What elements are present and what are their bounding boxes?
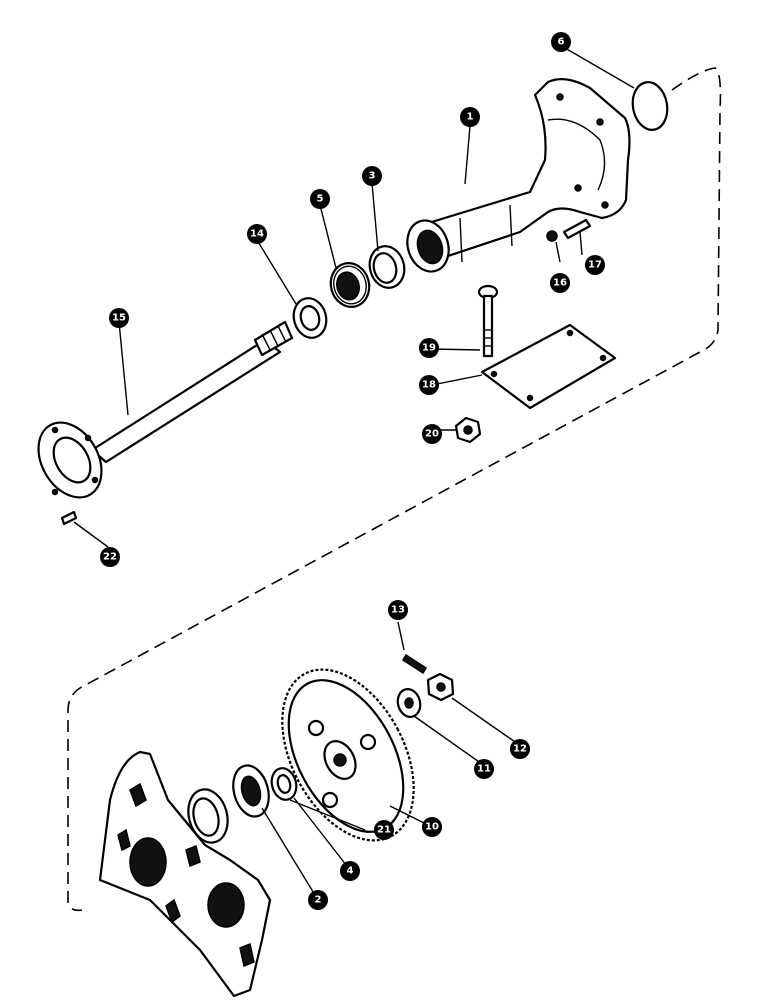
callout-4: 4 bbox=[340, 861, 360, 881]
callout-18: 18 bbox=[419, 375, 439, 395]
spacer-part-21 bbox=[270, 767, 298, 801]
callout-19: 19 bbox=[419, 338, 439, 358]
callout-16: 16 bbox=[550, 273, 570, 293]
cone-bearing-part-4 bbox=[232, 764, 270, 818]
bracket-housing bbox=[98, 750, 272, 998]
callout-21: 21 bbox=[374, 820, 394, 840]
callout-13: 13 bbox=[388, 600, 408, 620]
svg-text:14: 14 bbox=[250, 229, 264, 240]
callout-11: 11 bbox=[474, 759, 494, 779]
bolt-part-19 bbox=[477, 284, 499, 358]
svg-text:12: 12 bbox=[513, 744, 527, 755]
callout-2: 2 bbox=[308, 890, 328, 910]
callout-20: 20 bbox=[422, 424, 442, 444]
callout-17: 17 bbox=[585, 255, 605, 275]
svg-text:2: 2 bbox=[315, 895, 322, 906]
axle-shaft-part-15 bbox=[37, 320, 294, 499]
svg-text:1: 1 bbox=[467, 112, 474, 123]
svg-text:22: 22 bbox=[103, 552, 117, 563]
svg-text:21: 21 bbox=[377, 825, 391, 836]
svg-text:18: 18 bbox=[422, 380, 436, 391]
callout-6: 6 bbox=[551, 32, 571, 52]
callout-15: 15 bbox=[109, 308, 129, 328]
svg-text:20: 20 bbox=[425, 429, 439, 440]
cover-plate-part-18 bbox=[480, 323, 617, 410]
svg-text:5: 5 bbox=[317, 194, 324, 205]
leader-lines bbox=[73, 47, 635, 901]
o-ring-part-6 bbox=[631, 81, 669, 131]
svg-text:4: 4 bbox=[347, 866, 354, 877]
cone-bearing-part-5 bbox=[329, 262, 371, 308]
axle-housing-part-1 bbox=[406, 77, 631, 273]
bearing-cup-part-2 bbox=[187, 788, 229, 844]
nut-part-20 bbox=[454, 416, 482, 444]
assembly-dashed-line bbox=[67, 67, 722, 912]
svg-text:15: 15 bbox=[112, 313, 126, 324]
gear-part-10 bbox=[281, 668, 415, 842]
washer-part-11 bbox=[396, 688, 422, 718]
callout-1: 1 bbox=[460, 107, 480, 127]
svg-text:13: 13 bbox=[391, 605, 405, 616]
svg-text:10: 10 bbox=[425, 822, 439, 833]
bearing-cup-part-3 bbox=[368, 245, 406, 289]
bolt-part-22 bbox=[60, 510, 78, 526]
stud-part-17 bbox=[562, 218, 592, 240]
seal-part-14 bbox=[292, 297, 328, 339]
callout-5: 5 bbox=[310, 189, 330, 209]
pin-part-13 bbox=[401, 653, 428, 675]
svg-text:16: 16 bbox=[553, 278, 567, 289]
nut-part-12 bbox=[426, 672, 455, 702]
nut-part-16 bbox=[546, 230, 558, 242]
callout-3: 3 bbox=[362, 166, 382, 186]
callout-22: 22 bbox=[100, 547, 120, 567]
callout-14: 14 bbox=[247, 224, 267, 244]
callout-10: 10 bbox=[422, 817, 442, 837]
svg-text:3: 3 bbox=[369, 171, 376, 182]
svg-text:6: 6 bbox=[558, 37, 565, 48]
svg-text:11: 11 bbox=[477, 764, 491, 775]
svg-text:19: 19 bbox=[422, 343, 436, 354]
svg-text:17: 17 bbox=[588, 260, 602, 271]
callout-12: 12 bbox=[510, 739, 530, 759]
